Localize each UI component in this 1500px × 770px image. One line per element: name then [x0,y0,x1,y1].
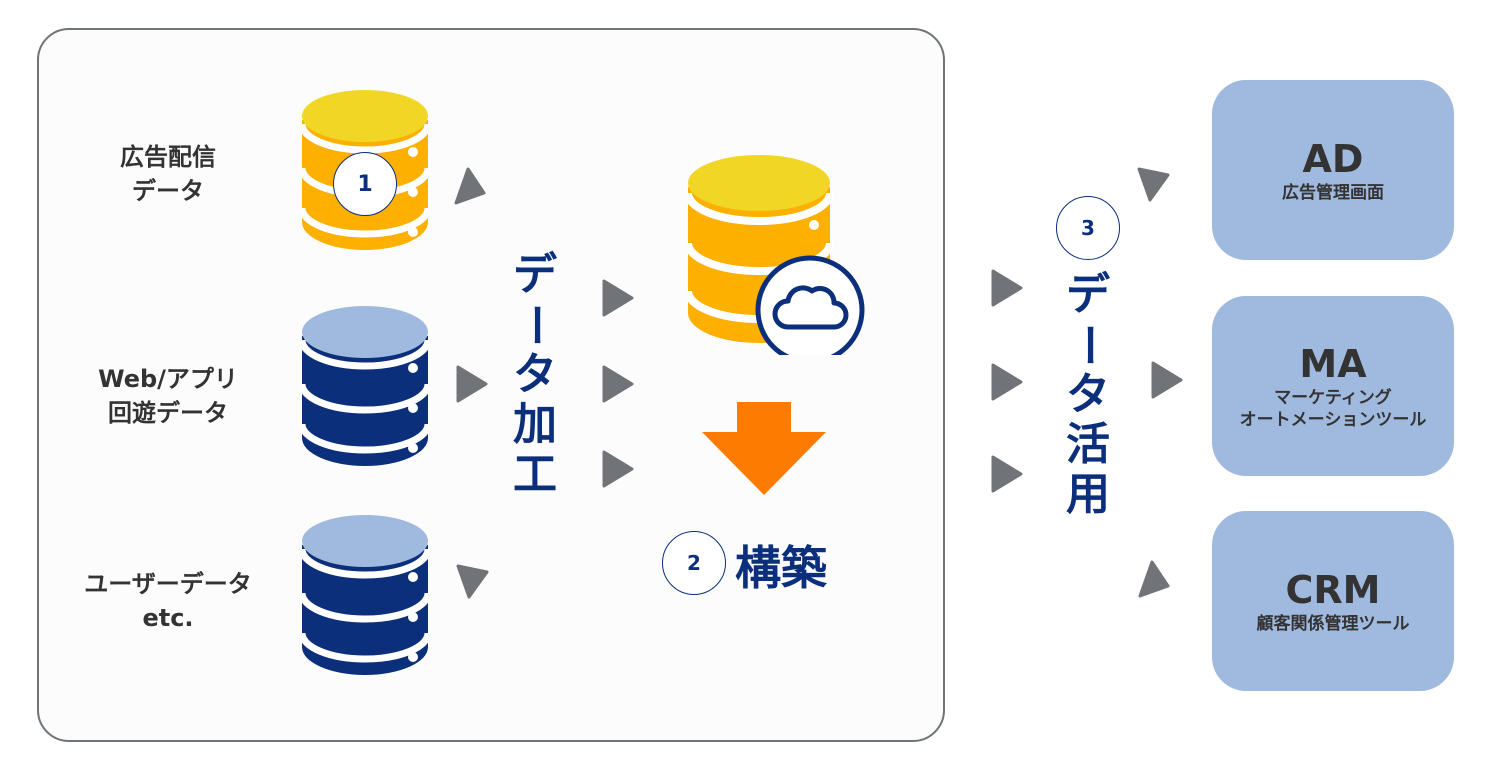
utilization-char: ー [1063,323,1114,367]
source-label-line1: Web/アプリ [98,365,238,393]
utilization-label: デ ー タ 活 用 [1063,269,1114,520]
step-badge-1: 1 [333,152,397,216]
data-pipeline-panel [37,28,945,742]
card-subtitle: 顧客関係管理ツール [1256,614,1410,634]
processing-char: デ [513,249,557,300]
card-title: MA [1299,342,1367,386]
step-badge-3: 3 [1056,196,1120,260]
orange-down-arrow-icon [702,402,826,495]
arrow-down-right-icon [1137,167,1170,202]
destination-card-crm: CRM 顧客関係管理ツール [1212,511,1454,691]
source-label-line1: ユーザーデータ [84,570,252,598]
card-title: AD [1302,137,1364,181]
source-label-line2: etc. [142,604,194,632]
arrow-right-icon [456,365,488,403]
card-title: CRM [1285,568,1381,612]
arrow-right-icon [991,363,1023,401]
card-subtitle: 広告管理画面 [1282,183,1384,203]
card-subtitle: マーケティング [1274,388,1392,408]
arrow-up-right-icon [1138,560,1170,598]
utilization-char: 活 [1066,419,1110,470]
source-label-ad-delivery: 広告配信 データ [58,140,278,208]
utilization-char: デ [1066,269,1110,320]
arrow-right-icon [602,365,634,403]
utilization-char: 用 [1066,469,1110,520]
card-subtitle: オートメーションツール [1239,410,1427,430]
navy-database-icon [302,306,428,466]
source-label-line2: データ [132,177,204,205]
destination-card-ma: MA マーケティング オートメーションツール [1212,296,1454,476]
arrow-right-icon [602,279,634,317]
processing-char: 加 [513,399,557,450]
build-label: 構築 [735,541,827,595]
source-label-web-app: Web/アプリ 回遊データ [58,362,278,430]
arrow-down-right-icon [456,564,489,599]
arrow-right-icon [1151,361,1183,399]
navy-database-icon [302,515,428,675]
destination-card-ad: AD 広告管理画面 [1212,80,1454,260]
cloud-database-icon [688,155,865,355]
step-badge-2: 2 [662,531,726,595]
source-label-line1: 広告配信 [120,143,216,171]
arrow-right-icon [602,450,634,488]
arrow-up-right-icon [454,167,486,205]
utilization-char: タ [1066,369,1110,420]
source-label-line2: 回遊データ [108,399,228,427]
processing-char: ー [510,303,561,347]
processing-char: 工 [513,449,557,500]
processing-char: タ [513,349,557,400]
source-label-user-data: ユーザーデータ etc. [58,567,278,635]
arrow-right-icon [991,455,1023,493]
processing-label: デ ー タ 加 工 [510,249,561,500]
arrow-right-icon [991,269,1023,307]
